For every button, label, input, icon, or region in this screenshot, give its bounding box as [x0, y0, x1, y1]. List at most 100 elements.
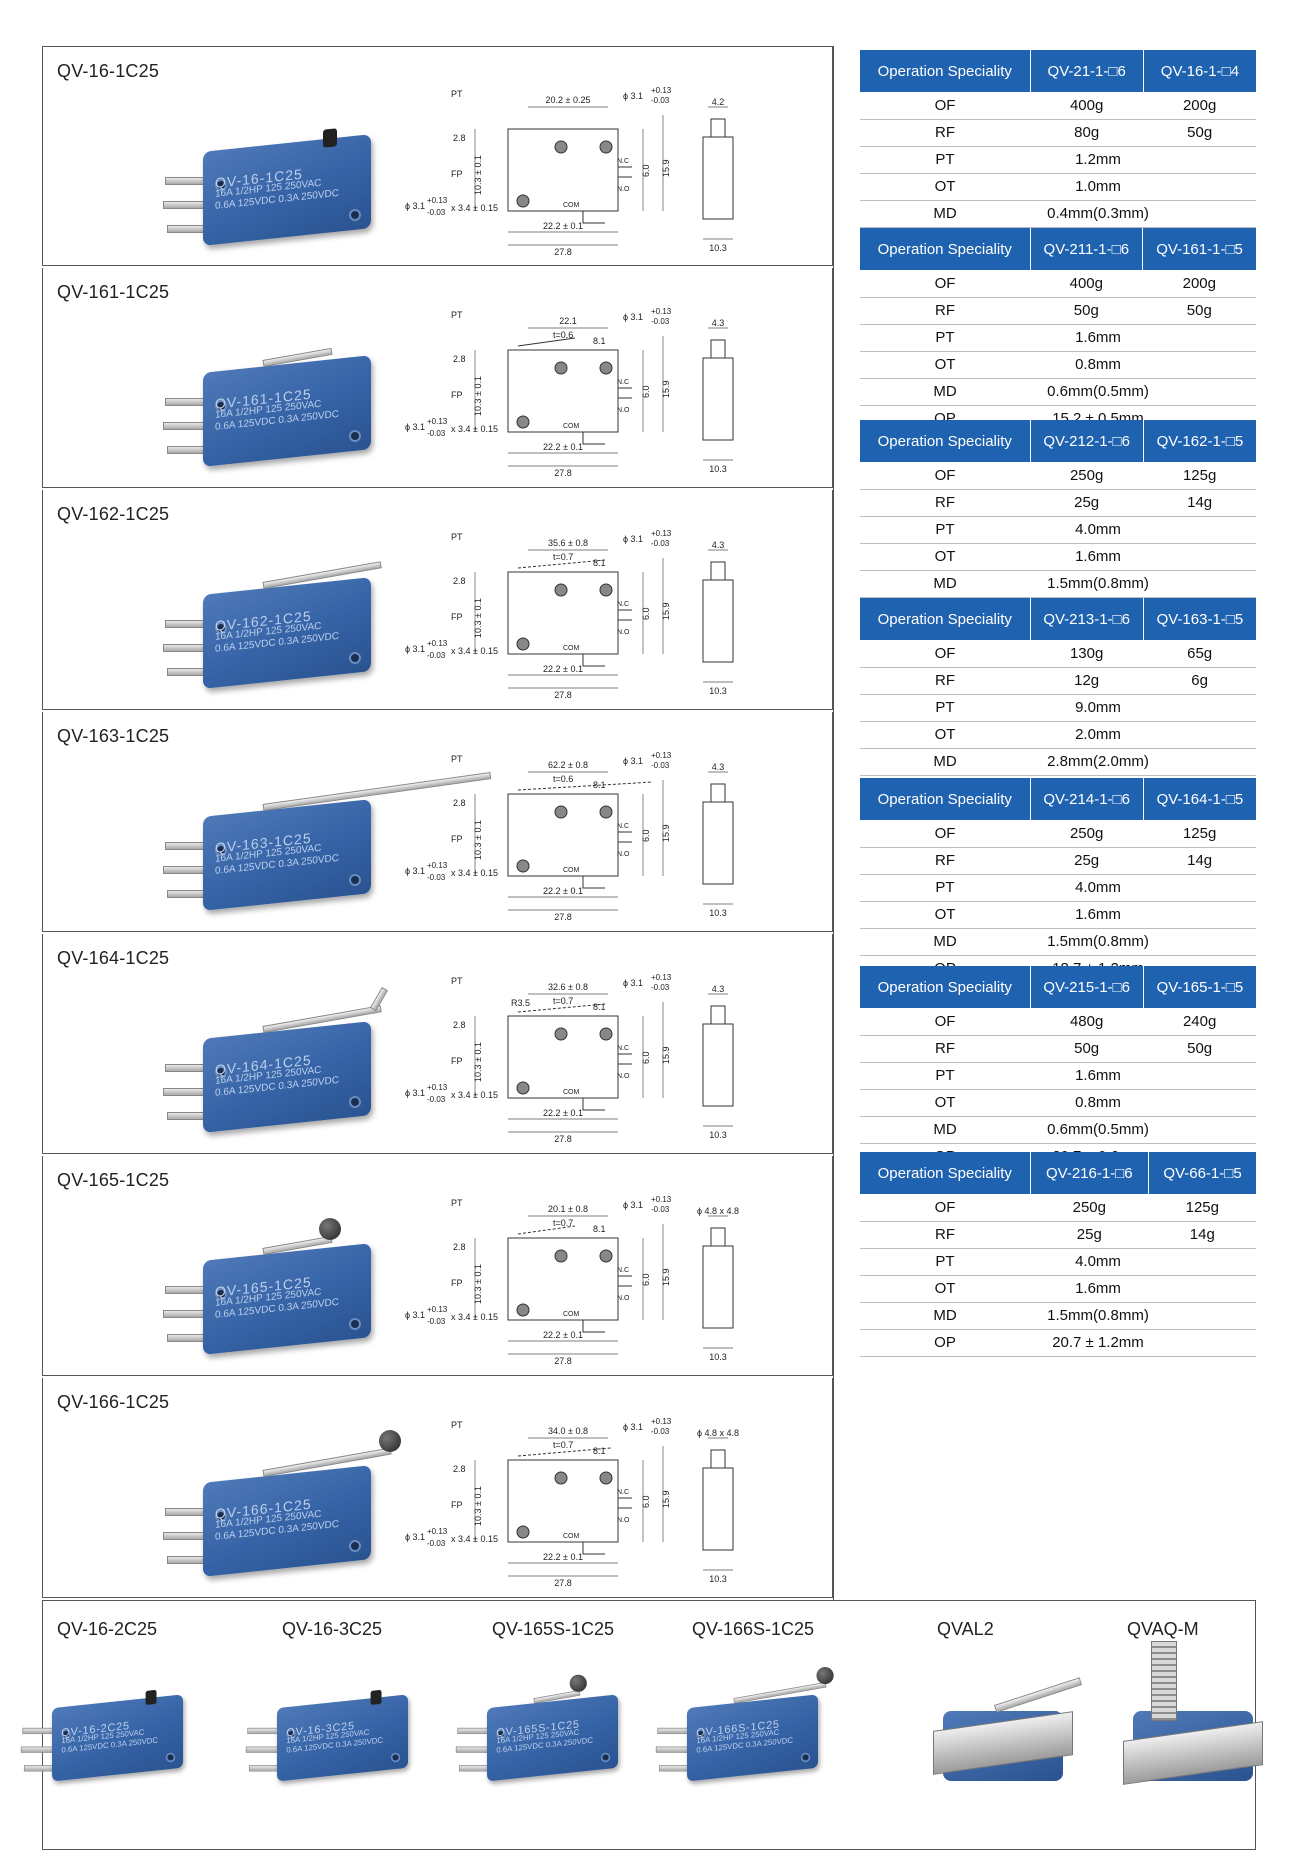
side-view-outline: [702, 136, 734, 220]
spec-value: 25g: [1030, 847, 1144, 875]
mount-hole: [215, 1288, 227, 1300]
lever-outline: [517, 781, 654, 791]
spec-param: RF: [860, 1035, 1030, 1063]
spec-header-cell: QV-212-1-□6: [1030, 420, 1144, 462]
spec-value: 250g: [1030, 1194, 1149, 1222]
body-outline: [507, 1015, 619, 1099]
dimension-label: 62.2 ± 0.8: [548, 760, 588, 770]
mount-hole: [215, 1066, 227, 1078]
spec-value: 125g: [1143, 462, 1256, 490]
nc-label: N.C: [617, 823, 629, 830]
mount-hole: [496, 1729, 506, 1739]
spec-value-text: 4.0mm: [1075, 1253, 1121, 1270]
dimension-label: 15.9: [661, 159, 671, 177]
dimension-label: +0.13: [427, 1527, 448, 1536]
gallery-item: QVAQ-M: [1113, 1601, 1297, 1849]
roller: [319, 1218, 341, 1240]
dimension-label: 15.9: [661, 1490, 671, 1508]
dimension-label: ϕ 3.1: [405, 1088, 425, 1098]
spec-value-merged: 1.6mm: [1030, 1062, 1256, 1090]
spec-value-text: 0.6mm(0.5mm): [1047, 1121, 1149, 1138]
terminal-outline: [582, 1497, 632, 1555]
spec-param: RF: [860, 489, 1030, 517]
dimension-label: 10.3: [709, 243, 727, 253]
nc-label: N.C: [617, 158, 629, 165]
dimension-label: ϕ 3.1: [405, 866, 425, 876]
spec-value: 240g: [1143, 1008, 1256, 1036]
spec-param: RF: [860, 667, 1030, 695]
body-outline: [507, 1459, 619, 1543]
roller: [816, 1666, 834, 1685]
spec-value-merged: 0.8mm: [1030, 351, 1256, 379]
pivot-circle: [554, 1027, 568, 1041]
lever-outline: [517, 1447, 612, 1457]
pt-label: PT: [451, 754, 463, 764]
spec-value-merged: 2.8mm(2.0mm): [1030, 748, 1256, 776]
spec-value-text: 1.6mm: [1075, 1280, 1121, 1297]
section-divider: [833, 46, 834, 1600]
dimension-label: -0.03: [427, 429, 446, 438]
dimension-label: -0.03: [427, 1317, 446, 1326]
dimension-label: +0.13: [651, 751, 672, 760]
spec-value: 50g: [1143, 1035, 1256, 1063]
dimension-label: 27.8: [554, 1356, 572, 1366]
side-plunger-outline: [710, 1227, 726, 1247]
spec-param: PT: [860, 874, 1030, 902]
dimension-label: 27.8: [554, 912, 572, 922]
spec-value-text: 1.6mm: [1075, 1067, 1121, 1084]
t-label: t=0.6: [553, 774, 573, 784]
spec-header-cell: QV-213-1-□6: [1030, 598, 1144, 640]
spec-value-text: 1.2mm: [1075, 151, 1121, 168]
dimension-label: 6.0: [641, 829, 651, 842]
dimension-lines: [474, 771, 664, 911]
dimension-lines: [474, 1437, 664, 1577]
terminal-outline: [582, 1275, 632, 1333]
hole-circle: [516, 1081, 530, 1095]
fp-label: FP: [451, 1500, 463, 1510]
dimension-label: 15.9: [661, 1268, 671, 1286]
s-label: 8.1: [593, 1002, 606, 1012]
dimension-label: x 3.4 ± 0.15: [451, 1090, 498, 1100]
gallery-model-label: QV-166S-1C25: [692, 1619, 815, 1639]
spec-value: 50g: [1143, 119, 1256, 147]
t-label: t=0.7: [553, 996, 573, 1006]
mount-hole: [390, 1752, 401, 1763]
dimension-label: 10.3 ± 0.1: [473, 155, 483, 195]
dimension-label: +0.13: [651, 1417, 672, 1426]
model-label: QV-161-1C25: [57, 282, 170, 302]
spec-param: RF: [860, 297, 1030, 325]
dimension-label: 4.3: [712, 762, 725, 772]
spec-param: OT: [860, 173, 1030, 201]
pt-label: PT: [451, 89, 463, 99]
spec-param: MD: [860, 1116, 1030, 1144]
spec-header-cell: QV-165-1-□5: [1143, 966, 1256, 1008]
dimension-label: 6.0: [641, 164, 651, 177]
s-label: 8.1: [593, 558, 606, 568]
dimension-label: ϕ 3.1: [405, 1310, 425, 1320]
spec-param: OF: [860, 92, 1030, 120]
spec-param: OF: [860, 1194, 1030, 1222]
mount-hole: [349, 430, 361, 442]
dimension-label: +0.13: [427, 417, 448, 426]
mount-hole: [215, 1510, 227, 1522]
dimension-label: 6.0: [641, 1051, 651, 1064]
spec-value-text: 4.0mm: [1075, 879, 1121, 896]
